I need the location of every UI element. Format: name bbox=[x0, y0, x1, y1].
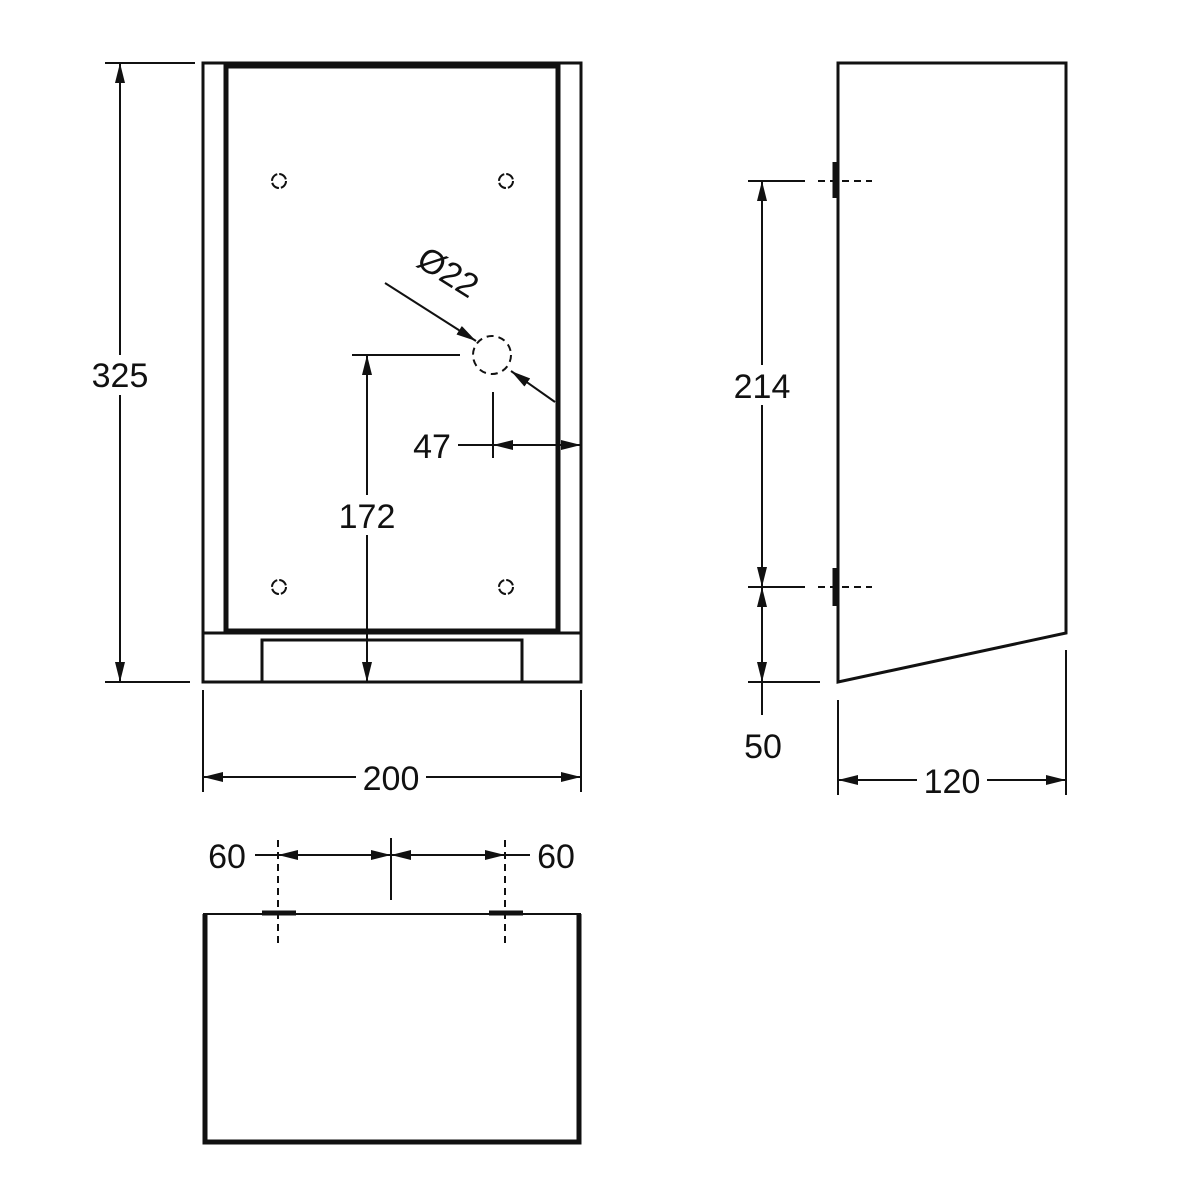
extension-lines bbox=[748, 180, 820, 683]
leader-line-diameter bbox=[510, 370, 556, 403]
front-view: 325 172 47 Ø22 200 bbox=[88, 61, 583, 798]
side-view: 214 50 120 bbox=[728, 61, 1068, 801]
dim-left-offset-label: 60 bbox=[208, 838, 246, 876]
side-outline bbox=[836, 61, 1068, 684]
dim-mount-spacing-label: 214 bbox=[734, 368, 791, 406]
base-feet bbox=[203, 631, 581, 682]
front-outline bbox=[201, 61, 583, 684]
bottom-view: 60 60 bbox=[202, 838, 582, 1145]
dim-hole-offset-label: 47 bbox=[413, 428, 451, 466]
dim-height-label: 325 bbox=[92, 357, 149, 395]
dim-bottom-offset-label: 50 bbox=[744, 728, 782, 766]
mount-hole-icon bbox=[271, 173, 287, 189]
front-inner-panel bbox=[223, 63, 561, 634]
dim-depth-label: 120 bbox=[924, 763, 981, 801]
mounting-holes bbox=[271, 173, 514, 595]
mount-centerlines bbox=[818, 180, 872, 588]
dim-width-label: 200 bbox=[363, 760, 420, 798]
dim-hole-height-label: 172 bbox=[339, 498, 396, 536]
mount-hole-icon bbox=[498, 173, 514, 189]
dim-diameter-label: Ø22 bbox=[411, 240, 486, 306]
leader-line-diameter bbox=[384, 282, 477, 342]
dim-right-offset-label: 60 bbox=[537, 838, 575, 876]
cable-hole bbox=[472, 335, 512, 375]
bottom-outline bbox=[202, 914, 582, 1145]
mount-hole-icon bbox=[271, 579, 287, 595]
mount-hole-icon bbox=[498, 579, 514, 595]
